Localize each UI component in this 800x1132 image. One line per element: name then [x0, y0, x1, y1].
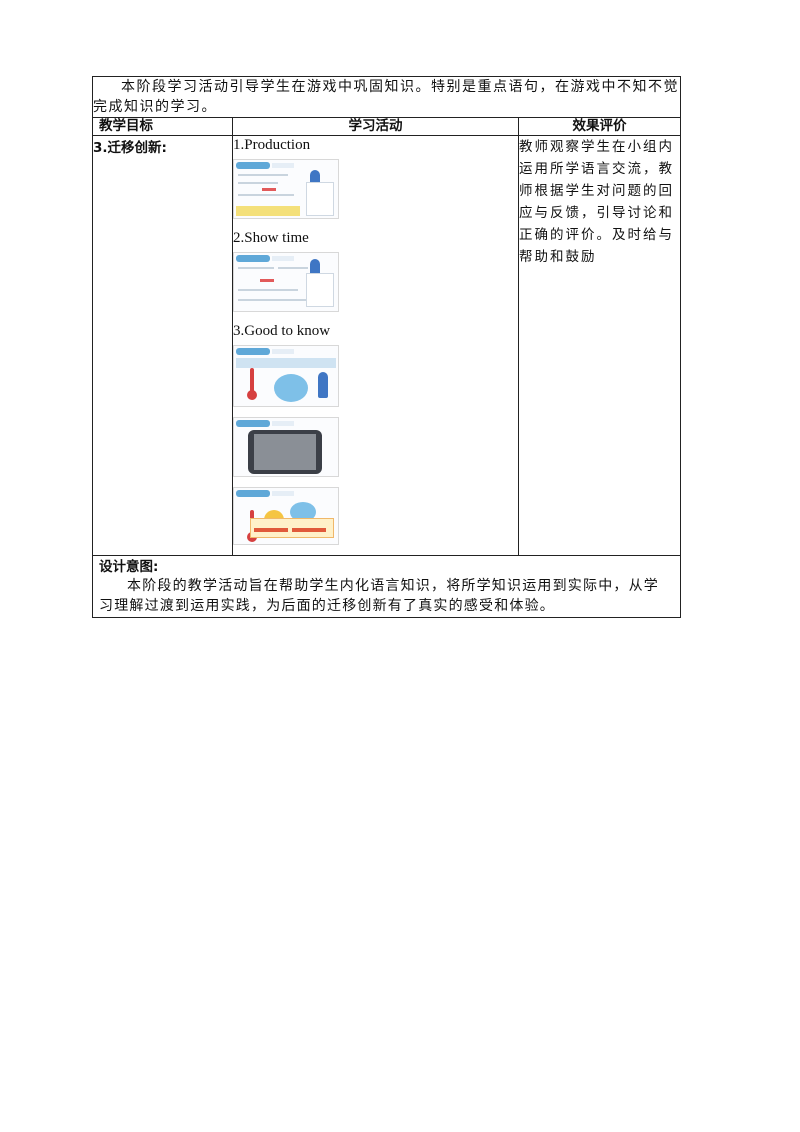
design-row: 设计意图: 本阶段的教学活动旨在帮助学生内化语言知识，将所学知识运用到实际中，从… [92, 555, 681, 618]
lesson-plan-sheet: 本阶段学习活动引导学生在游戏中巩固知识。特别是重点语句，在游戏中不知不觉完成知识… [92, 76, 681, 618]
video-slide-image [233, 417, 339, 477]
activity-title-show-time: 2.Show time [233, 230, 309, 246]
activity-title-good-to-know: 3.Good to know [233, 323, 331, 339]
production-slide-image [233, 159, 339, 219]
header-goal: 教学目标 [92, 117, 233, 136]
design-title: 设计意图: [99, 559, 159, 575]
content-row: 3.迁移创新: 1.Production 2.Show time [92, 135, 681, 556]
design-paragraph: 本阶段的教学活动旨在帮助学生内化语言知识，将所学知识运用到实际中，从学习理解过渡… [99, 578, 659, 614]
evaluation-cell: 教师观察学生在小组内运用所学语言交流，教师根据学生对问题的回应与反馈，引导讨论和… [518, 135, 681, 556]
intro-paragraph: 本阶段学习活动引导学生在游戏中巩固知识。特别是重点语句，在游戏中不知不觉完成知识… [93, 79, 679, 115]
header-activity: 学习活动 [232, 117, 519, 136]
good-to-know-slide-image [233, 345, 339, 407]
lesson-table: 本阶段学习活动引导学生在游戏中巩固知识。特别是重点语句，在游戏中不知不觉完成知识… [92, 76, 681, 618]
activity-title-production: 1.Production [233, 137, 311, 153]
activity-cell: 1.Production 2.Show time [232, 135, 519, 556]
show-time-slide-image [233, 252, 339, 312]
header-row: 教学目标 学习活动 效果评价 [92, 117, 681, 136]
design-cell: 设计意图: 本阶段的教学活动旨在帮助学生内化语言知识，将所学知识运用到实际中，从… [92, 555, 681, 618]
protect-earth-slide-image [233, 487, 339, 545]
goal-cell: 3.迁移创新: [92, 135, 233, 556]
header-evaluation: 效果评价 [518, 117, 681, 136]
intro-row: 本阶段学习活动引导学生在游戏中巩固知识。特别是重点语句，在游戏中不知不觉完成知识… [92, 76, 681, 118]
intro-cell: 本阶段学习活动引导学生在游戏中巩固知识。特别是重点语句，在游戏中不知不觉完成知识… [92, 76, 681, 118]
